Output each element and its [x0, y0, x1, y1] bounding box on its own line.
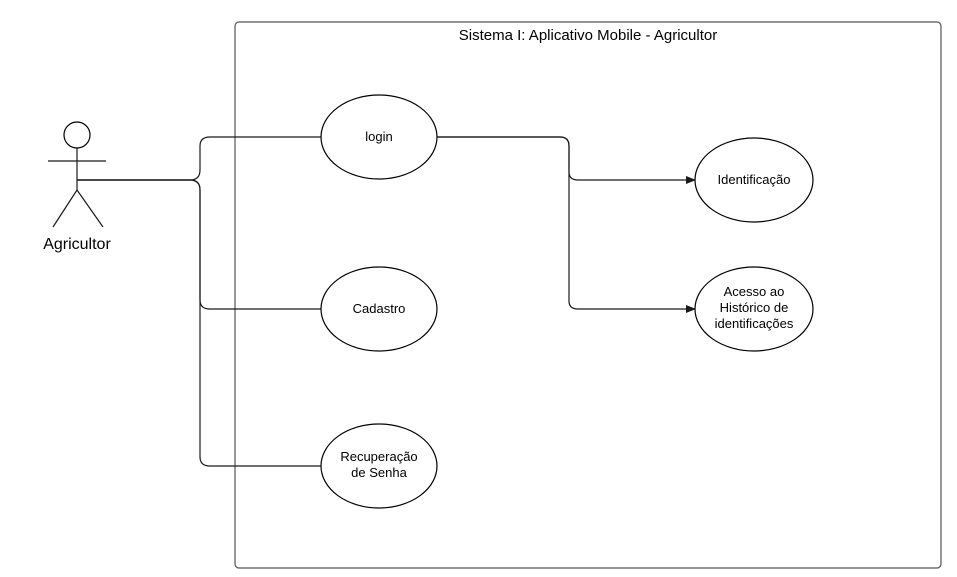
use-case-login: login	[320, 94, 438, 180]
use-case-login-label: login	[365, 129, 392, 144]
use-case-cadastro: Cadastro	[320, 266, 438, 352]
actor-head	[63, 121, 91, 149]
use-case-identificacao: Identificação	[694, 137, 814, 223]
association-line-recuperacao	[77, 179, 322, 467]
use-case-recuperacao-label-line1: Recuperação	[340, 449, 417, 464]
actor-label: Agricultor	[43, 236, 111, 253]
use-case-acesso-label-line3: identificações	[715, 316, 794, 331]
use-case-recuperacao-label-line2: de Senha	[351, 465, 407, 480]
dependency-arrow-acesso-historico	[437, 136, 696, 313]
actor-left-leg	[52, 189, 78, 228]
use-case-identificacao-label: Identificação	[718, 172, 791, 187]
association-line-login	[77, 136, 322, 181]
use-case-acesso-label-line2: Histórico de	[720, 300, 789, 315]
use-case-acesso-label-line1: Acesso ao	[724, 284, 785, 299]
system-title: Sistema I: Aplicativo Mobile - Agriculto…	[459, 27, 717, 44]
actor-agricultor: Agricultor	[43, 121, 111, 253]
actor-right-leg	[76, 189, 104, 228]
use-case-recuperacao-senha: Recuperação de Senha	[320, 423, 438, 509]
use-case-cadastro-label: Cadastro	[353, 301, 406, 316]
use-case-acesso-historico: Acesso ao Histórico de identificações	[694, 266, 814, 352]
